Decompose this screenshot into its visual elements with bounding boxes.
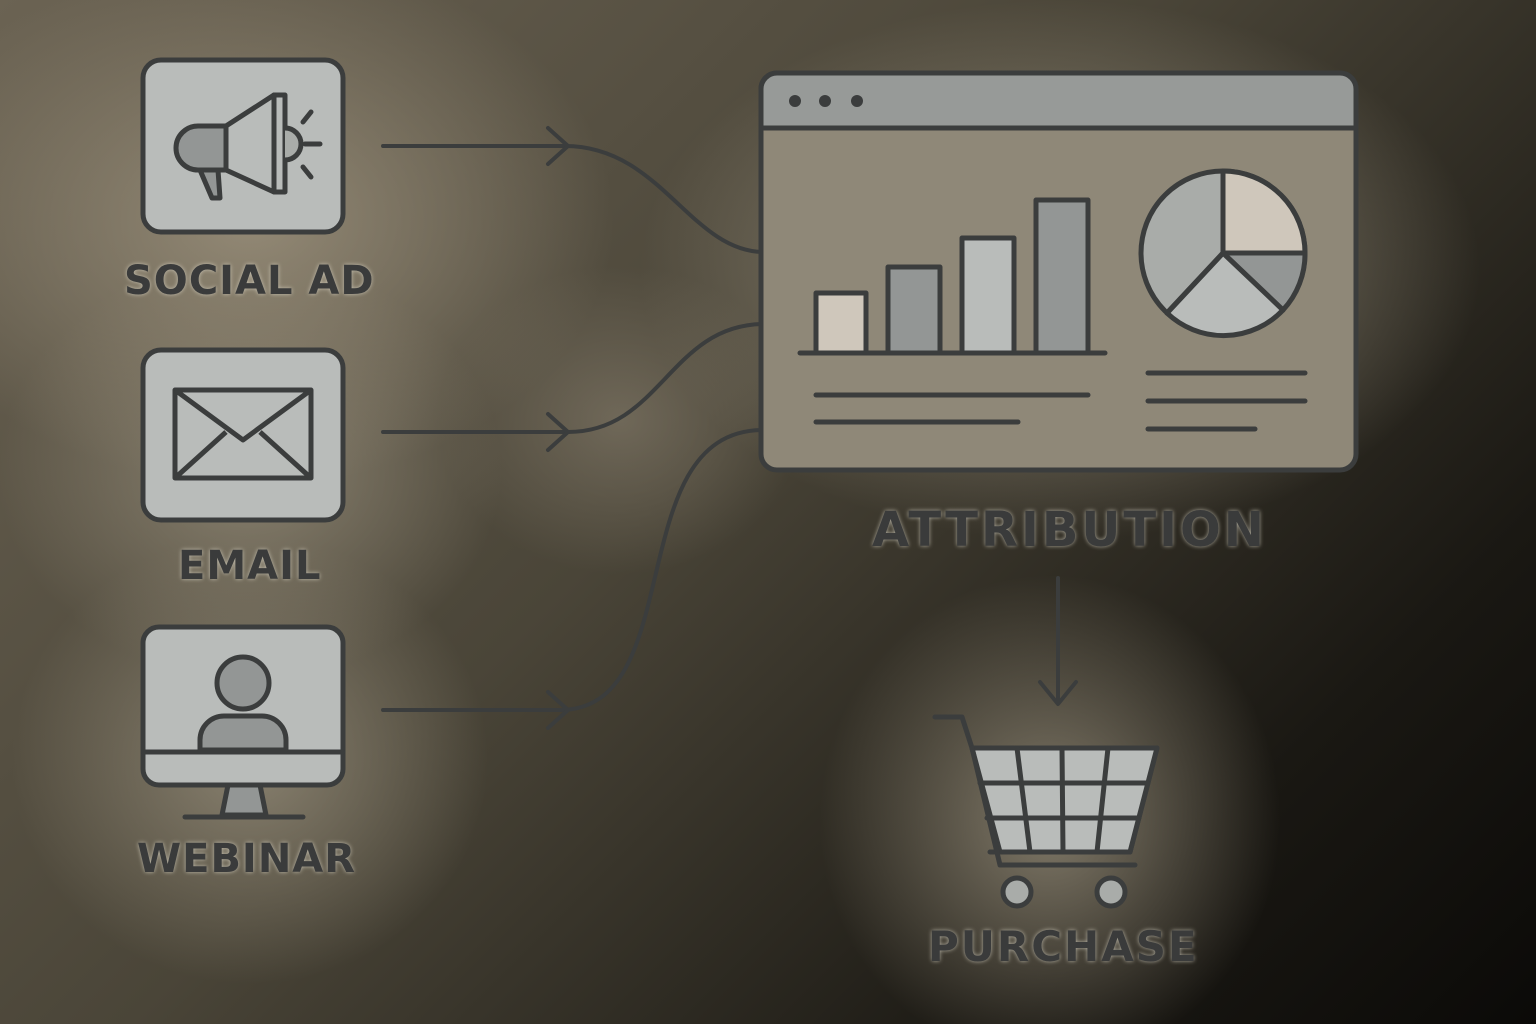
- dashboard-window-icon: [758, 70, 1359, 473]
- source-label-webinar: WEBINAR: [137, 836, 357, 882]
- shopping-cart-icon: [932, 714, 1160, 909]
- outcome-label-purchase: PURCHASE: [928, 922, 1199, 971]
- source-label-social-ad: SOCIAL AD: [124, 258, 375, 304]
- monitor-person-icon: [140, 624, 346, 820]
- envelope-icon: [140, 347, 346, 523]
- megaphone-icon: [140, 57, 346, 235]
- connector-arrows: [381, 126, 1078, 730]
- hub-label-attribution: ATTRIBUTION: [872, 502, 1267, 558]
- source-label-email: EMAIL: [178, 543, 322, 589]
